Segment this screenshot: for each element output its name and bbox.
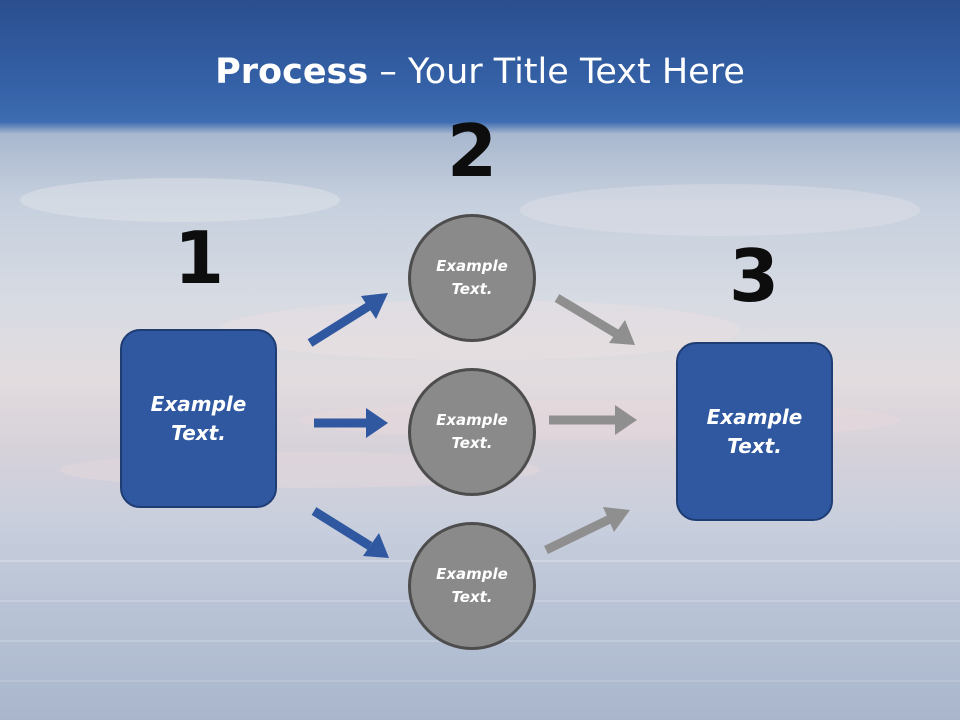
left-box-line1: Example [150,391,247,416]
gray-arrow-down [554,294,635,345]
gray-arrow-up [544,507,630,555]
circle-middle-line1: Example [436,411,508,429]
circle-bottom[interactable]: Example Text. [408,522,536,650]
title-rest: – Your Title Text Here [368,52,745,92]
right-step-box[interactable]: Example Text. [676,342,833,521]
right-box-line2: Text. [727,433,782,458]
circle-middle-line2: Text. [451,434,493,452]
circle-bottom-line2: Text. [451,588,493,606]
right-box-line1: Example [706,404,803,429]
circle-bottom-line1: Example [436,565,508,583]
blue-arrow-middle [314,408,388,438]
circle-middle[interactable]: Example Text. [408,368,536,496]
circle-top[interactable]: Example Text. [408,214,536,342]
right-box-text: Example Text. [707,403,803,461]
left-step-box[interactable]: Example Text. [120,329,277,508]
step-number-1: 1 [173,216,225,300]
step-number-2: 2 [446,109,498,193]
circle-top-line1: Example [436,257,508,275]
circle-top-text: Example Text. [436,255,508,301]
circle-bottom-text: Example Text. [436,563,508,609]
gray-arrow-middle [549,405,637,435]
circle-middle-text: Example Text. [436,409,508,455]
title-bold: Process [215,52,369,92]
step-number-3: 3 [728,234,780,318]
circle-top-line2: Text. [451,280,493,298]
blue-arrow-up [307,293,388,347]
blue-arrow-down [311,507,389,558]
left-box-line2: Text. [171,420,226,445]
left-box-text: Example Text. [151,390,247,448]
slide-title: Process – Your Title Text Here [0,52,960,92]
